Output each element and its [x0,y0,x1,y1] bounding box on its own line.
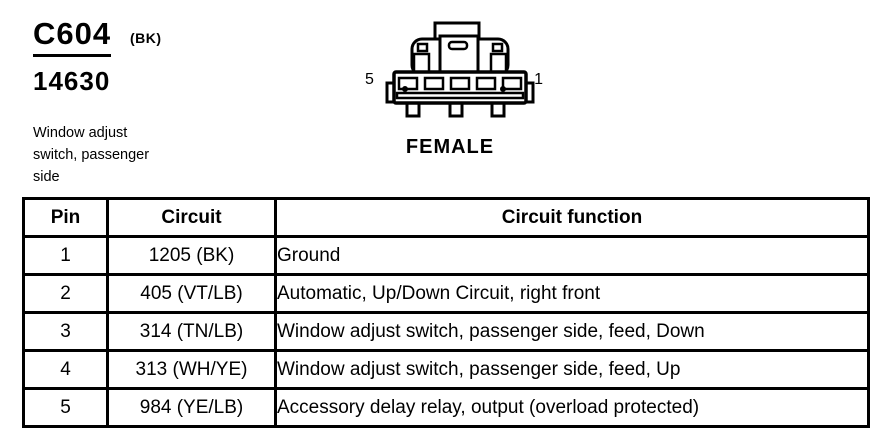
female-connector-illustration [385,21,535,118]
table-header-row: Pin Circuit Circuit function [22,197,870,238]
gender-label: FEMALE [405,136,495,158]
circuit-cell: 314 (TN/LB) [106,311,277,352]
pin-cell: 2 [22,273,109,314]
connector-color-code: (BK) [130,30,162,46]
table-row: 5 984 (YE/LB) Accessory delay relay, out… [22,387,870,428]
col-header-circuit: Circuit [106,197,277,238]
function-cell: Automatic, Up/Down Circuit, right front [274,273,870,314]
circuit-cell: 405 (VT/LB) [106,273,277,314]
function-cell: Window adjust switch, passenger side, fe… [274,311,870,352]
connector-description: Window adjust switch, passenger side [33,122,213,188]
description-line: switch, passenger [33,147,150,163]
pin-cell: 3 [22,311,109,352]
pin-1-label: 1 [534,71,543,88]
description-line: side [33,169,60,185]
connector-figure: 5 [350,14,550,166]
pin-cell: 1 [22,235,109,276]
table-row: 1 1205 (BK) Ground [22,235,870,276]
pinout-table: Pin Circuit Circuit function 1 1205 (BK)… [22,197,870,428]
function-cell: Accessory delay relay, output (overload … [274,387,870,428]
table-row: 3 314 (TN/LB) Window adjust switch, pass… [22,311,870,352]
function-cell: Window adjust switch, passenger side, fe… [274,349,870,390]
circuit-cell: 1205 (BK) [106,235,277,276]
table-row: 4 313 (WH/YE) Window adjust switch, pass… [22,349,870,390]
table-row: 2 405 (VT/LB) Automatic, Up/Down Circuit… [22,273,870,314]
pin-5-label: 5 [365,71,374,88]
col-header-pin: Pin [22,197,109,238]
col-header-circuit-function: Circuit function [274,197,870,238]
circuit-cell: 984 (YE/LB) [106,387,277,428]
part-number: 14630 [33,65,111,96]
pin-cell: 4 [22,349,109,390]
connector-id: C604 [33,17,112,57]
circuit-cell: 313 (WH/YE) [106,349,277,390]
description-line: Window adjust [33,125,128,141]
pin-cell: 5 [22,387,109,428]
identification-block: C604 (BK) 14630 [33,17,161,97]
function-cell: Ground [274,235,870,276]
